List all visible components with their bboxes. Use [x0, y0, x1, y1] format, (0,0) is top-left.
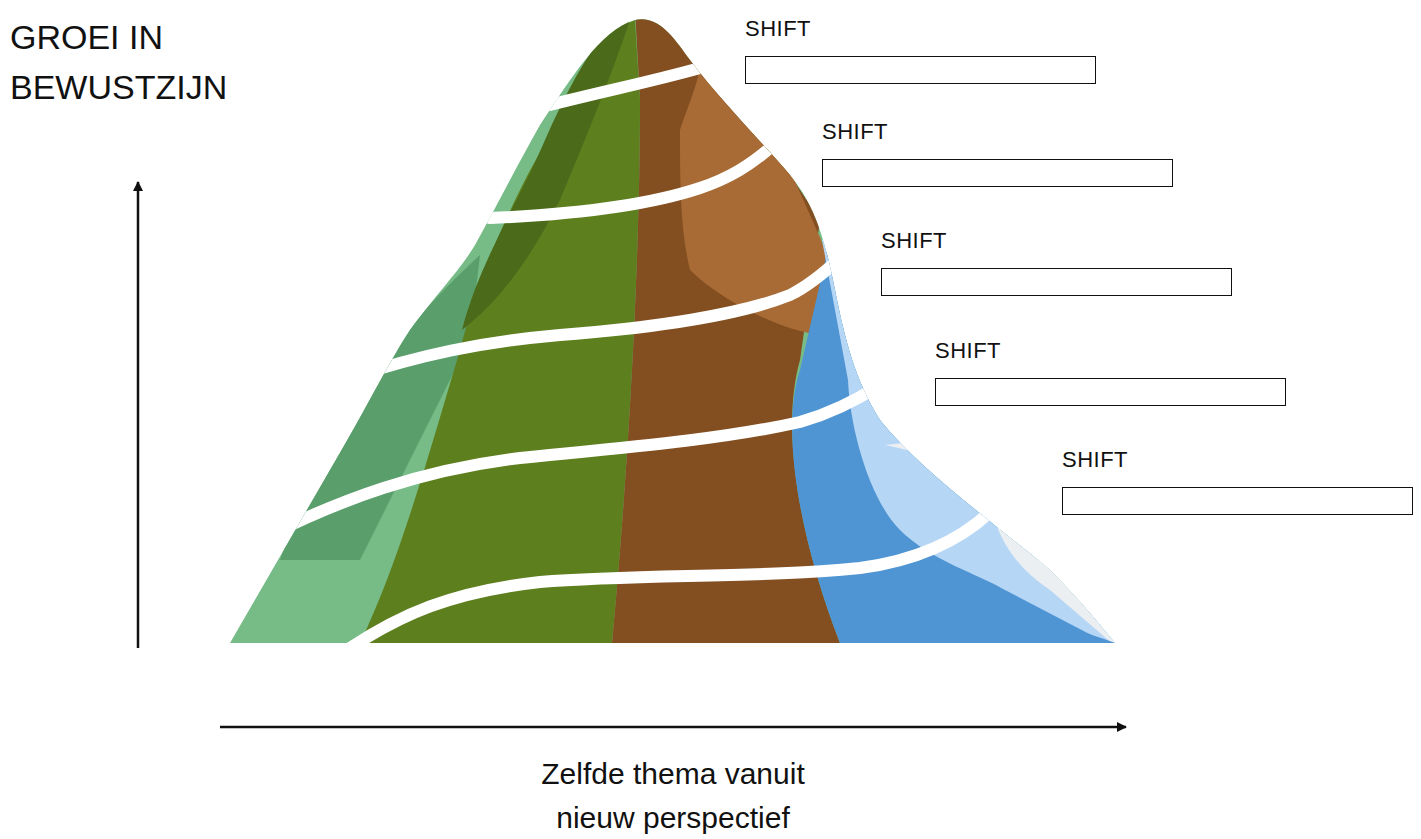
shift-item: SHIFT [745, 16, 1096, 84]
shift-heading: SHIFT [935, 338, 1001, 364]
vertical-axis [137, 182, 140, 648]
shift-item: SHIFT [935, 338, 1286, 406]
shift-heading: SHIFT [881, 228, 947, 254]
shift-box [1062, 487, 1413, 515]
shift-item: SHIFT [1062, 447, 1413, 515]
shift-item: SHIFT [881, 228, 1232, 296]
axis-label: GROEI IN BEWUSTZIJN [10, 12, 272, 112]
shift-box [822, 159, 1173, 187]
shift-item: SHIFT [822, 119, 1173, 187]
mountain-bands [200, 0, 1150, 660]
horizontal-axis [220, 726, 1126, 729]
axis-title-vertical: GROEI IN BEWUSTZIJN [10, 12, 272, 112]
shift-box [935, 378, 1286, 406]
axis-label: Zelfde thema vanuit nieuw perspectief [443, 752, 903, 839]
shift-heading: SHIFT [1062, 447, 1128, 473]
shift-box [745, 56, 1096, 84]
shift-heading: SHIFT [822, 119, 888, 145]
shift-box [881, 268, 1232, 296]
axis-title-horizontal: Zelfde thema vanuit nieuw perspectief [443, 752, 903, 839]
shift-heading: SHIFT [745, 16, 811, 42]
